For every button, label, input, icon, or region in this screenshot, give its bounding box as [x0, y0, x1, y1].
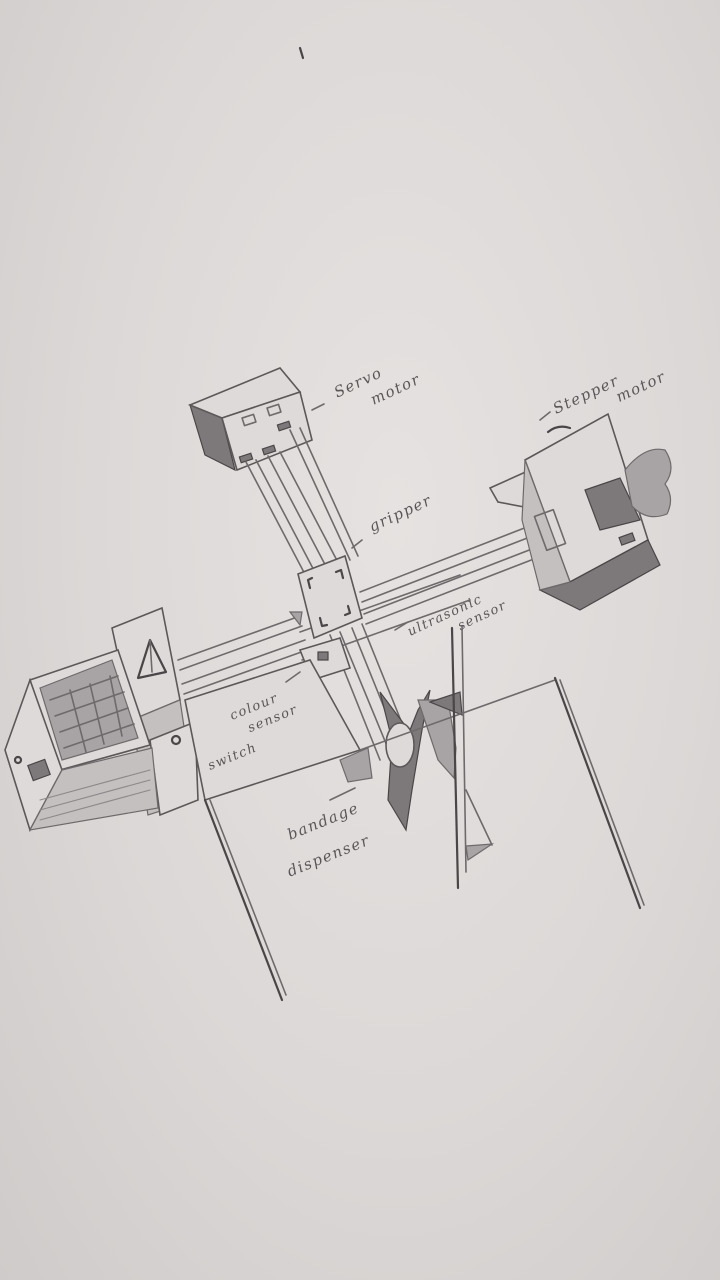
label-servo-motor: Servo motor: [331, 350, 423, 421]
table-frame: [185, 626, 644, 1000]
label-gripper: gripper: [366, 491, 435, 536]
servo-motor-block: [190, 368, 312, 470]
stepper-motor-block: [490, 414, 671, 610]
label-stepper-line2: motor: [613, 367, 669, 406]
label-bandage-dispenser: bandage dispenser: [272, 799, 375, 881]
label-ultrasonic-sensor: ultrasonic sensor: [405, 584, 509, 655]
stray-mark: [300, 48, 303, 58]
left-base-station: [5, 608, 198, 830]
label-gripper-text: gripper: [366, 491, 435, 536]
label-stepper-line1: Stepper: [550, 371, 622, 417]
